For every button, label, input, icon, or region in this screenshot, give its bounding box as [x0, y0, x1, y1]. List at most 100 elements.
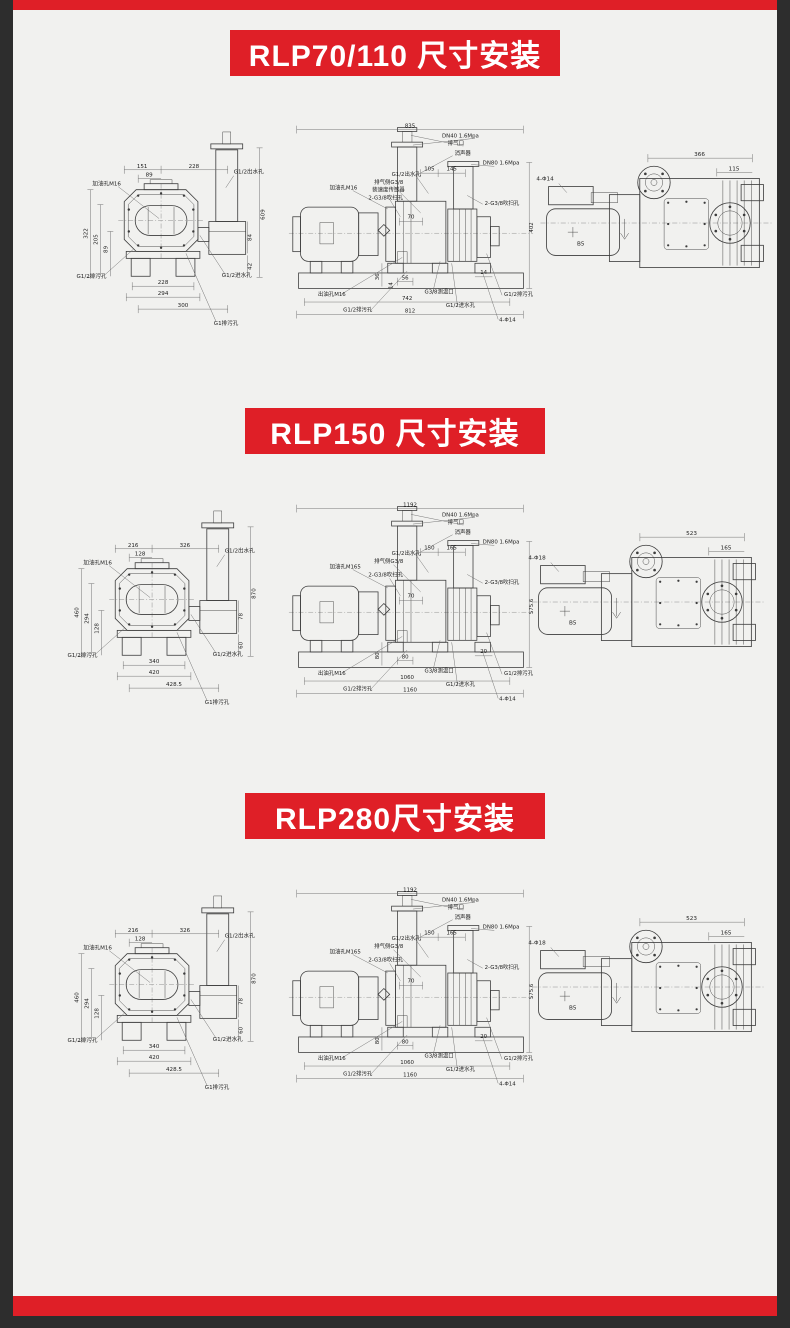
dimension-label: 216 — [128, 543, 139, 549]
dimension-label: 870 — [252, 973, 258, 984]
dimension-label: 1060 — [400, 675, 414, 681]
dimension-label: 84 — [248, 233, 254, 241]
dimension-label: 4-Φ14 — [499, 317, 516, 323]
dimension-label: B5 — [577, 241, 585, 247]
dimension-label: 加油孔M16 — [83, 944, 112, 952]
dimension-label: 80 — [375, 1037, 381, 1044]
dimension-label: 428.5 — [166, 682, 182, 688]
dimension-label: 105 — [424, 166, 434, 172]
dimension-label: 870 — [252, 588, 258, 599]
dimension-label: 1160 — [403, 1073, 417, 1079]
dimension-label: 14 — [480, 270, 487, 276]
dimension-label: G1/2出水孔 — [225, 547, 255, 555]
dimension-label: 300 — [178, 303, 189, 309]
section-title: RLP280尺寸安装 — [274, 803, 516, 836]
dimension-label: 402 — [529, 222, 535, 232]
dimension-label: G1/2进水孔 — [222, 271, 252, 279]
dimension-label: G1排污孔 — [205, 1083, 230, 1091]
dimension-label: DN80 1.6Mpa — [483, 160, 520, 166]
dimension-label: 出油孔M16 — [318, 669, 346, 677]
dimension-label: 326 — [180, 928, 191, 934]
dimension-label: 115 — [729, 166, 740, 172]
dimension-label: 165 — [721, 930, 732, 936]
section-banner-rlp70-110: RLP70/110 尺寸安装 — [230, 30, 560, 76]
dimension-label: 排气侧G3/8 — [374, 942, 404, 950]
dimension-label: 78 — [239, 997, 245, 1005]
dimension-label: 42 — [248, 263, 254, 270]
dimension-label: 1160 — [403, 688, 417, 694]
dimension-label: 消声器 — [455, 528, 472, 536]
dimension-label: 151 — [137, 164, 148, 170]
section-title: RLP70/110 尺寸安装 — [248, 40, 542, 73]
dimension-label: 294 — [84, 998, 90, 1009]
dimension-label: 70 — [408, 979, 415, 985]
section-banner-rlp150: RLP150 尺寸安装 — [245, 408, 545, 454]
dimension-label: G1/2出水孔 — [392, 549, 422, 557]
dimension-label: 89 — [146, 173, 154, 179]
dimension-label: G1/2出水孔 — [234, 168, 264, 176]
dimension-label: 加油孔M16 — [330, 184, 358, 192]
dimension-label: G1/2排污孔 — [343, 1070, 373, 1078]
dimension-label: 460 — [74, 992, 80, 1003]
dimension-label: G1/2出水孔 — [392, 934, 422, 942]
dimension-label: 326 — [180, 543, 191, 549]
dimension-label: 742 — [402, 296, 412, 302]
dimension-label: 128 — [135, 937, 146, 943]
dimension-label: 4-Φ14 — [499, 696, 516, 702]
dimension-label: 294 — [84, 613, 90, 624]
dimension-label: 2-G3/8吹扫孔 — [368, 193, 403, 201]
dimension-label: 165 — [721, 545, 732, 551]
dimension-label: 2-G3/8吹扫孔 — [485, 963, 520, 971]
dimension-label: G1/2排污孔 — [343, 685, 373, 693]
dimension-label: 294 — [158, 291, 169, 297]
dimension-label: G1排污孔 — [214, 319, 239, 327]
dimension-label: 228 — [189, 164, 200, 170]
dimension-label: G1/2进水孔 — [213, 1035, 243, 1043]
dimension-label: 1192 — [403, 888, 417, 894]
dimension-label: 20 — [480, 1034, 487, 1040]
dimension-label: 排气口 — [448, 139, 464, 147]
dimension-label: DN40 1.6Mpa — [442, 897, 479, 903]
dimension-label: G1/2排污孔 — [76, 272, 106, 280]
dimension-label: 加油孔M16 — [83, 559, 112, 567]
dimension-label: 165 — [447, 545, 457, 551]
dimension-label: 228 — [158, 280, 169, 286]
dimension-label: G1/2排污孔 — [504, 1054, 534, 1062]
dimension-label: 128 — [94, 1008, 100, 1019]
dimension-label: 2-G3/8吹扫孔 — [485, 578, 520, 586]
dimension-label: 1060 — [400, 1060, 414, 1066]
dimension-label: 70 — [408, 594, 415, 600]
dimension-label: 523 — [686, 531, 697, 537]
dimension-label: 加油孔M165 — [330, 948, 361, 956]
dimension-label: B5 — [569, 1005, 577, 1011]
dimension-label: G1/2进水孔 — [446, 301, 476, 309]
dimension-label: G1排污孔 — [205, 698, 230, 706]
dimension-label: 609 — [261, 209, 267, 220]
dimension-label: 812 — [405, 309, 415, 315]
dimension-label: 340 — [149, 1044, 160, 1050]
section-banner-rlp280: RLP280尺寸安装 — [245, 793, 545, 839]
dimension-label: G3/8测温口 — [425, 666, 454, 674]
dimension-label: 80 — [375, 652, 381, 659]
dimension-label: 2-G3/8吹扫孔 — [485, 199, 520, 207]
dimension-label: 4-Φ18 — [528, 555, 546, 561]
dimension-label: 4-Φ14 — [499, 1081, 516, 1087]
dimension-label: 216 — [128, 928, 139, 934]
dimension-label: 56 — [402, 276, 409, 282]
section-title: RLP150 尺寸安装 — [270, 418, 520, 451]
dimension-label: G1/2排污孔 — [67, 1036, 97, 1044]
dimension-label: DN80 1.6Mpa — [483, 539, 520, 545]
dimension-label: 575.6 — [529, 598, 535, 614]
dimension-label: 420 — [149, 1055, 160, 1061]
dimension-label: 575.6 — [529, 983, 535, 999]
dimension-label: G1/2排污孔 — [67, 651, 97, 659]
